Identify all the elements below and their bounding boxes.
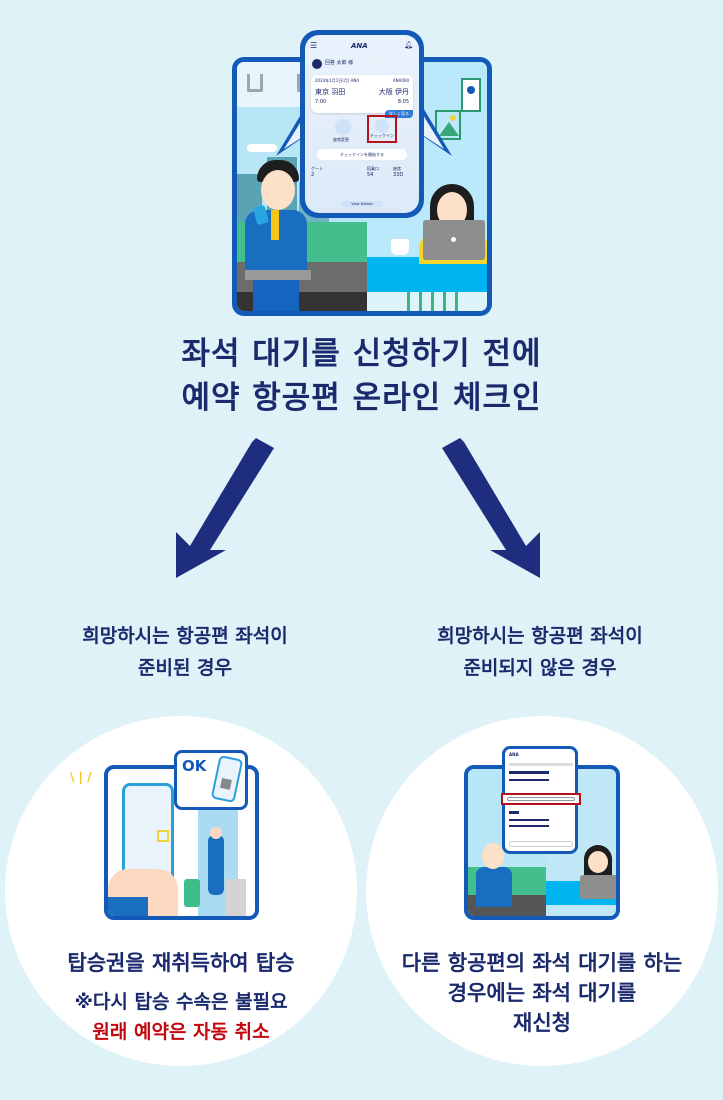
- boarding-gate-label: 搭乗口: [367, 166, 379, 171]
- boarding-gate-value: 54: [367, 172, 374, 178]
- case-seat-available: 희망하시는 항공편 좌석이 준비된 경우: [20, 620, 350, 684]
- seat-label: 座席: [393, 166, 401, 171]
- hand-strap-icon: [247, 74, 263, 92]
- case-left-line-1: 희망하시는 항공편 좌석이: [82, 625, 288, 647]
- boarding-pass-phone-icon: [210, 754, 244, 804]
- ok-badge: OK: [182, 757, 207, 775]
- start-checkin-button[interactable]: チェックインを開始する: [317, 149, 407, 160]
- armrest: [245, 270, 311, 280]
- phone-screen: ☰ ANA 🔔︎ 回答 太郎 様 2024年1月1日(月) ANA ANA000…: [305, 35, 419, 213]
- title-line-2: 예약 항공편 온라인 체크인: [181, 380, 542, 416]
- case-left-line-2: 준비된 경우: [137, 657, 232, 679]
- sleeve: [108, 897, 148, 916]
- man-suit: [476, 867, 512, 907]
- page-title: 좌석 대기를 신청하기 전에 예약 항공편 온라인 체크인: [0, 332, 723, 420]
- menu-icon[interactable]: ☰: [310, 41, 318, 50]
- origin-airport: 東京 羽田: [315, 88, 346, 96]
- suitcase-icon: [184, 879, 200, 907]
- gate-label: ゲート: [311, 166, 323, 171]
- woman-face: [588, 851, 608, 873]
- result-left-warning: 원래 예약은 자동 취소: [92, 1021, 270, 1043]
- case-right-line-2: 준비되지 않은 경우: [463, 657, 617, 679]
- waitlist-highlight[interactable]: [501, 793, 581, 805]
- seat-value: 33D: [393, 172, 404, 178]
- result-right-title: 다른 항공편의 좌석 대기를 하는 경우에는 좌석 대기를 재신청: [356, 948, 723, 1038]
- man-suit: [245, 210, 307, 270]
- bell-icon[interactable]: 🔔︎: [404, 41, 413, 49]
- cloud-icon: [247, 144, 277, 152]
- flight-number: ANA000: [392, 78, 409, 83]
- details-link[interactable]: 詳しく見る: [385, 110, 413, 118]
- passenger-name: 回答 太郎 様: [325, 60, 354, 66]
- smartphone-icon: [122, 783, 174, 885]
- man-face: [261, 170, 295, 210]
- flower-picture-icon: [461, 78, 481, 112]
- flight-card[interactable]: 2024年1月1日(月) ANA ANA000 東京 羽田 大阪 伊丹 7:00…: [311, 75, 413, 118]
- seat-change-label: 座席変更: [333, 137, 349, 142]
- seat-change-icon[interactable]: [335, 119, 351, 135]
- result-right-line-2: 경우에는 좌석 대기를: [447, 981, 637, 1005]
- arrive-time: 8:05: [397, 99, 409, 105]
- table-legs: [407, 292, 467, 311]
- gate-value: 2: [311, 172, 315, 178]
- checkin-highlight[interactable]: チェックイン: [367, 115, 397, 143]
- flight-date: 2024年1月1日(月) ANA: [315, 78, 360, 83]
- depart-time: 7:00: [315, 99, 327, 105]
- walking-man: [208, 835, 224, 895]
- result-right-line-1: 다른 항공편의 좌석 대기를 하는: [401, 951, 683, 975]
- checkin-icon-label: チェックイン: [370, 133, 394, 138]
- laptop-icon: [423, 220, 485, 260]
- phone-speech-bubble: ☰ ANA 🔔︎ 回答 太郎 様 2024年1月1日(月) ANA ANA000…: [300, 30, 424, 218]
- result-right-line-3: 재신청: [513, 1011, 571, 1035]
- coffee-cup-icon: [391, 239, 409, 255]
- laptop-icon: [580, 875, 616, 899]
- ok-speech-bubble: OK: [174, 750, 248, 810]
- man-legs: [253, 280, 299, 311]
- view-details-link[interactable]: View Details: [341, 201, 383, 207]
- result-left-title: 탑승권을 재취득하여 탑승: [67, 951, 295, 975]
- case-right-line-1: 희망하시는 항공편 좌석이: [437, 625, 643, 647]
- case-seat-unavailable: 희망하시는 항공편 좌석이 준비되지 않은 경우: [375, 620, 705, 684]
- arrow-down-right-icon: [442, 438, 540, 578]
- sparkle-icon: \ | /: [70, 770, 92, 784]
- title-line-1: 좌석 대기를 신청하기 전에: [181, 336, 542, 372]
- avatar: [312, 59, 322, 69]
- result-left-note: ※다시 탑승 수속은 불필요: [74, 991, 288, 1013]
- arrow-down-left-icon: [176, 438, 274, 578]
- ana-logo: ANA: [351, 42, 368, 50]
- destination-airport: 大阪 伊丹: [378, 88, 409, 96]
- boarding-illustration: [104, 765, 259, 920]
- walking-man-head: [210, 827, 222, 839]
- phone-speech-bubble: ANA: [501, 746, 581, 854]
- gate-machine: [226, 879, 246, 916]
- man-face: [482, 843, 504, 869]
